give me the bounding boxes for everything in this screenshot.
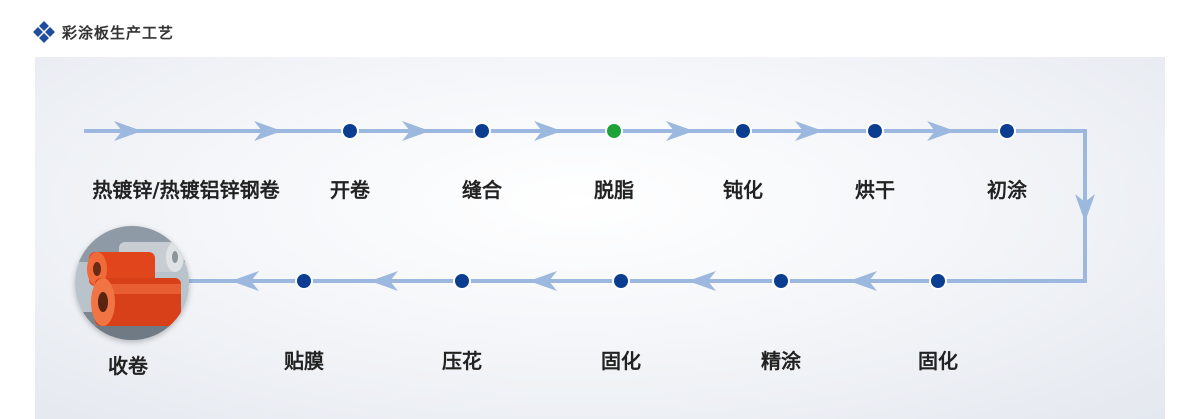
arrow-left-2	[529, 271, 557, 291]
step-label-bottom-2: 固化	[601, 349, 641, 373]
step-node	[341, 122, 359, 140]
arrow-right-6	[927, 121, 955, 141]
process-panel	[35, 57, 1165, 419]
arrow-left-3	[370, 271, 398, 291]
step-node	[612, 272, 630, 290]
step-label-bottom-0: 固化	[918, 349, 958, 373]
arrow-right-5	[795, 121, 823, 141]
arrow-right-0	[114, 121, 142, 141]
steel-coil-image	[75, 226, 189, 340]
arrow-right-3	[534, 121, 562, 141]
step-label-bottom-5: 收卷	[108, 354, 148, 378]
arrow-right-1	[254, 121, 282, 141]
step-node	[473, 122, 491, 140]
diamond-cluster-icon	[33, 21, 55, 43]
step-node-active	[605, 122, 623, 140]
step-label-bottom-4: 贴膜	[284, 349, 324, 373]
arrow-left-4	[231, 271, 259, 291]
step-node	[998, 122, 1016, 140]
arrow-left-1	[688, 271, 716, 291]
diamond-3	[39, 33, 49, 43]
step-label-top-0: 热镀锌/热镀铝锌钢卷	[92, 178, 280, 202]
step-node	[734, 122, 752, 140]
flow-line	[84, 129, 1087, 283]
arrow-left-0	[849, 271, 877, 291]
step-label-top-3: 脱脂	[594, 178, 634, 202]
step-node	[772, 272, 790, 290]
steel-coil-illustration	[75, 226, 189, 340]
step-label-top-6: 初涂	[987, 178, 1027, 202]
step-label-bottom-3: 压花	[442, 349, 482, 373]
diamond-2	[45, 27, 55, 37]
section-header: 彩涂板生产工艺	[33, 20, 174, 44]
section-title: 彩涂板生产工艺	[62, 23, 175, 42]
diamond-0	[39, 21, 49, 31]
diamond-1	[33, 27, 43, 37]
step-label-top-4: 钝化	[723, 178, 763, 202]
arrow-right-4	[666, 121, 694, 141]
step-label-top-1: 开卷	[330, 178, 370, 202]
step-node	[929, 272, 947, 290]
step-node	[295, 272, 313, 290]
step-label-bottom-1: 精涂	[761, 349, 801, 373]
step-node	[866, 122, 884, 140]
arrow-right-2	[402, 121, 430, 141]
step-node	[453, 272, 471, 290]
arrow-down-0	[1075, 194, 1095, 222]
step-label-top-5: 烘干	[855, 178, 895, 202]
step-label-top-2: 缝合	[462, 178, 502, 202]
